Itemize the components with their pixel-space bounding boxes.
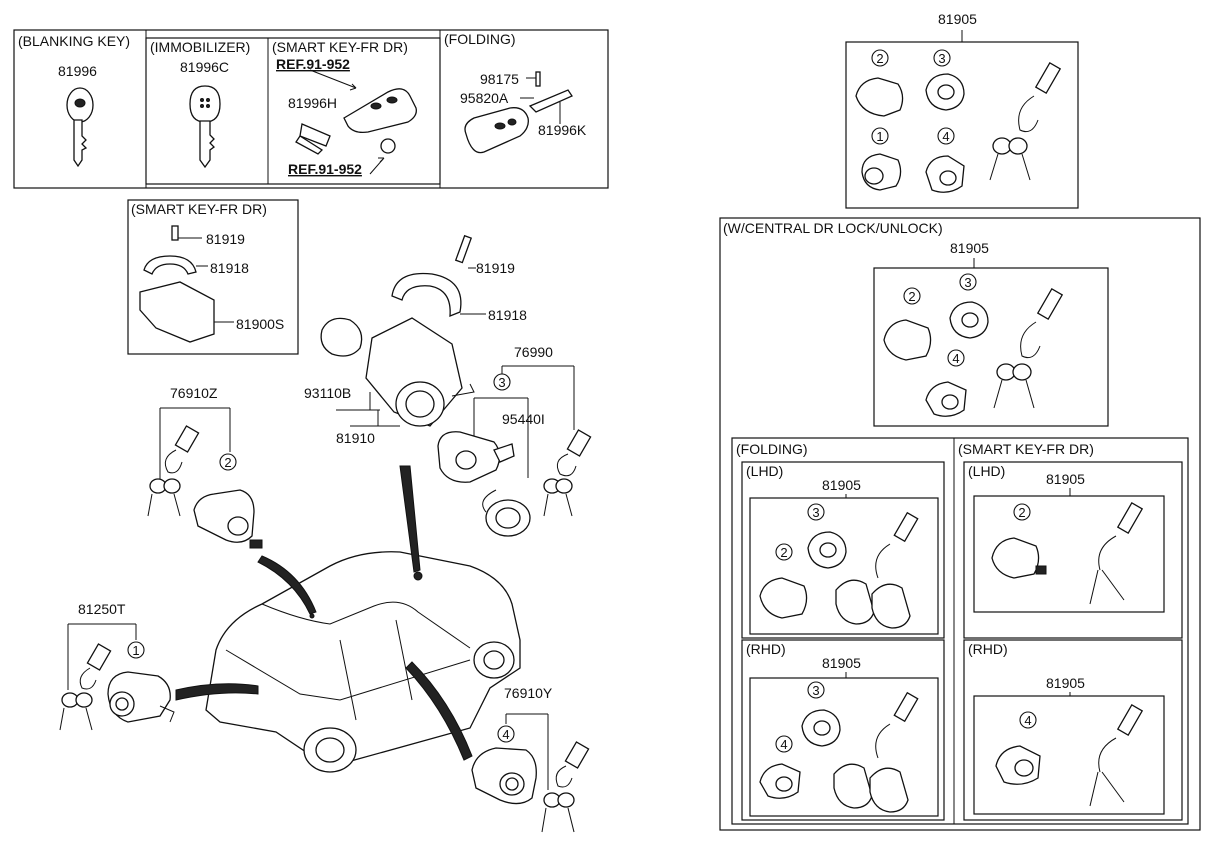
cover-box-part-c: 81900S <box>236 316 284 332</box>
circle-three: 3 <box>938 51 945 66</box>
circle-two: 2 <box>876 51 883 66</box>
part-81918: 81918 <box>488 307 527 323</box>
top-kit: 81905 2 3 1 4 <box>845 11 1079 209</box>
smart-key-header: (SMART KEY-FR DR) <box>272 39 408 55</box>
trunk-lock-group-76990: 3 <box>437 365 592 537</box>
circle-two: 2 <box>780 545 787 560</box>
leader-arrow <box>175 683 259 701</box>
circle-two: 2 <box>224 455 231 470</box>
blanking-key-header: (BLANKING KEY) <box>18 33 130 49</box>
smart-col-header: (SMART KEY-FR DR) <box>958 441 1094 457</box>
circle-one: 1 <box>132 643 139 658</box>
smart-key-part: 81996H <box>288 95 337 111</box>
part-95440I: 95440I <box>502 411 545 427</box>
key-row-frame <box>13 29 609 189</box>
smart-key-ref-bottom[interactable]: REF.91-952 <box>288 161 362 177</box>
folding-part-c: 81996K <box>538 122 587 138</box>
smart-rhd-header: (RHD) <box>968 641 1008 657</box>
central-lock-contents: 2 3 4 <box>883 273 1064 417</box>
folding-rhd-header: (RHD) <box>746 641 786 657</box>
part-81910: 81910 <box>336 430 375 446</box>
smart-key-cover-box: (SMART KEY-FR DR) 81919 81918 81900S <box>127 199 299 355</box>
circle-one: 1 <box>876 129 883 144</box>
circle-four: 4 <box>502 727 509 742</box>
smart-lhd-header: (LHD) <box>968 463 1005 479</box>
smart-key-ref-top[interactable]: REF.91-952 <box>276 56 350 72</box>
circle-two: 2 <box>908 289 915 304</box>
folding-header: (FOLDING) <box>444 31 516 47</box>
leader-arrow <box>257 555 317 615</box>
top-kit-contents: 2 3 1 4 <box>855 49 1062 193</box>
folding-col-header: (FOLDING) <box>736 441 808 457</box>
circle-three: 3 <box>812 505 819 520</box>
part-76910Y: 76910Y <box>504 685 553 701</box>
part-76990: 76990 <box>514 344 553 360</box>
door-lock-group-76910Z: 2 <box>147 407 263 549</box>
immobilizer-smartkey-frame <box>145 37 441 185</box>
smart-key-fob-icon <box>295 69 417 175</box>
folding-rhd-contents: 3 4 <box>759 681 919 813</box>
smart-rhd-part: 81905 <box>1046 675 1085 691</box>
cover-box-header: (SMART KEY-FR DR) <box>131 201 267 217</box>
part-93110B: 93110B <box>304 385 351 401</box>
smart-rhd-contents: 4 <box>995 703 1144 807</box>
blanking-key-icon <box>66 87 94 168</box>
part-81250T: 81250T <box>78 601 126 617</box>
circle-three: 3 <box>498 375 505 390</box>
folding-lhd-header: (LHD) <box>746 463 783 479</box>
cover-box-part-a: 81919 <box>206 231 245 247</box>
circle-two: 2 <box>1018 505 1025 520</box>
folding-part-b: 95820A <box>460 90 509 106</box>
immobilizer-header: (IMMOBILIZER) <box>150 39 250 55</box>
door-lock-group-76910Y: 4 <box>471 713 590 833</box>
folding-key-icon <box>464 71 573 154</box>
immobilizer-part: 81996C <box>180 59 229 75</box>
key-row: (BLANKING KEY) 81996 (IMMOBILIZER) 81996… <box>13 29 609 189</box>
ignition-lock-icon <box>320 234 486 427</box>
folding-part-a: 98175 <box>480 71 519 87</box>
tailgate-lock-group-81250T: 1 <box>59 623 175 731</box>
car-illustration <box>205 551 521 773</box>
circle-three: 3 <box>964 275 971 290</box>
part-81919: 81919 <box>476 260 515 276</box>
central-lock-header: (W/CENTRAL DR LOCK/UNLOCK) <box>723 220 943 236</box>
blanking-key-part: 81996 <box>58 63 97 79</box>
folding-lhd-contents: 3 2 <box>759 503 919 629</box>
smart-lhd-contents: 2 <box>991 501 1144 605</box>
central-lock-part: 81905 <box>950 240 989 256</box>
cover-icon <box>139 225 234 343</box>
central-lock-section: (W/CENTRAL DR LOCK/UNLOCK) 81905 2 3 4 (… <box>719 217 1201 831</box>
immobilizer-key-icon <box>189 85 221 169</box>
leader-arrow <box>399 465 421 573</box>
folding-rhd-part: 81905 <box>822 655 861 671</box>
circle-three: 3 <box>812 683 819 698</box>
part-76910Z: 76910Z <box>170 385 218 401</box>
circle-four: 4 <box>1024 713 1031 728</box>
top-kit-part: 81905 <box>938 11 977 27</box>
circle-four: 4 <box>942 129 949 144</box>
smart-lhd-part: 81905 <box>1046 471 1085 487</box>
circle-four: 4 <box>780 737 787 752</box>
cover-box-part-b: 81918 <box>210 260 249 276</box>
circle-four: 4 <box>952 351 959 366</box>
folding-lhd-part: 81905 <box>822 477 861 493</box>
leader-arrow <box>405 661 473 761</box>
ignition-assembly: 81919 81918 93110B 81910 76990 95440I 3 <box>59 234 592 833</box>
